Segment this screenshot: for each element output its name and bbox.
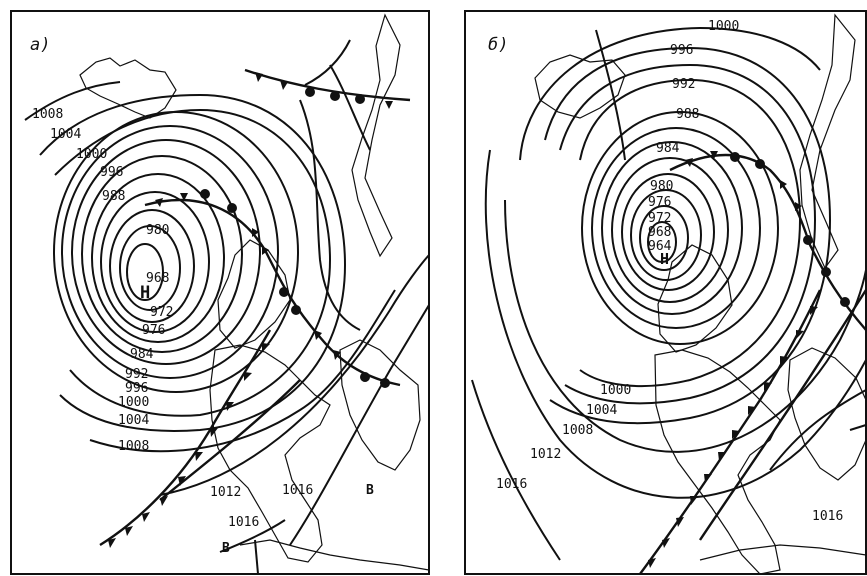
isobar-label: 1004 [586, 403, 617, 418]
isobar-label: 968 [648, 225, 671, 240]
isobar-label: 976 [142, 323, 165, 338]
panel-a-isobars [24, 39, 429, 574]
isobar-label: 980 [146, 223, 169, 238]
isobar-label: 996 [125, 381, 148, 396]
isobar-label: 1008 [562, 423, 593, 438]
isobar-label: 1016 [228, 515, 259, 530]
panel-b-center-label: H [660, 250, 669, 268]
isobar-label: 1016 [812, 509, 843, 524]
isobar-label: 1016 [496, 477, 527, 492]
panel-b-frame [464, 10, 867, 575]
panel-a-isobar-labels: 1008 1004 1000 996 988 980 968 972 976 9… [32, 107, 313, 530]
isobar-label: 984 [130, 347, 154, 362]
isobar-label: 988 [676, 107, 699, 122]
isobar-label: 972 [150, 305, 173, 320]
isobar-label: 976 [648, 195, 671, 210]
isobar-label: 1016 [282, 483, 313, 498]
panel-b-isobar-labels: 1000 996 992 988 984 980 976 972 968 964… [496, 19, 843, 524]
panel-b-isobars [471, 26, 867, 561]
isobar-label: 992 [125, 367, 148, 382]
isobar-label: 1000 [76, 147, 107, 162]
isobar-label: 1008 [118, 439, 149, 454]
pressure-marker: B [366, 483, 374, 498]
map-panel-a: a) H 1008 1004 1000 996 988 980 968 972 … [10, 10, 430, 575]
isobar-label: 972 [648, 211, 671, 226]
panel-b-label: б) [488, 35, 508, 55]
panel-a-coastlines [79, 13, 429, 571]
isobar-label: 1000 [708, 19, 739, 34]
isobar-label: 996 [100, 165, 123, 180]
isobar-label: 1004 [118, 413, 149, 428]
isobar-label: 980 [650, 179, 673, 194]
isobar-label: 1000 [118, 395, 149, 410]
panel-a-center-label: H [140, 283, 150, 303]
isobar-label: 1008 [32, 107, 63, 122]
pressure-marker: B [222, 541, 230, 556]
isobar-label: 1000 [600, 383, 631, 398]
isobar-label: 1012 [210, 485, 241, 500]
isobar-label: 984 [656, 141, 680, 156]
isobar-label: 996 [670, 43, 693, 58]
isobar-label: 988 [102, 189, 125, 204]
isobar-label: 1004 [50, 127, 81, 142]
panel-a-frame [10, 10, 430, 575]
panel-a-front-symbols [108, 72, 393, 548]
map-panel-b: б) H 1000 996 992 988 984 980 976 972 96… [464, 10, 867, 575]
isobar-label: 964 [648, 239, 672, 254]
isobar-label: 1012 [530, 447, 561, 462]
panel-a-label: a) [30, 35, 50, 55]
isobar-label: 968 [146, 271, 169, 286]
panel-a-fronts [99, 68, 411, 547]
isobar-label: 992 [672, 77, 695, 92]
panel-b-fronts [639, 153, 867, 574]
panel-b-front-symbols [648, 151, 850, 568]
